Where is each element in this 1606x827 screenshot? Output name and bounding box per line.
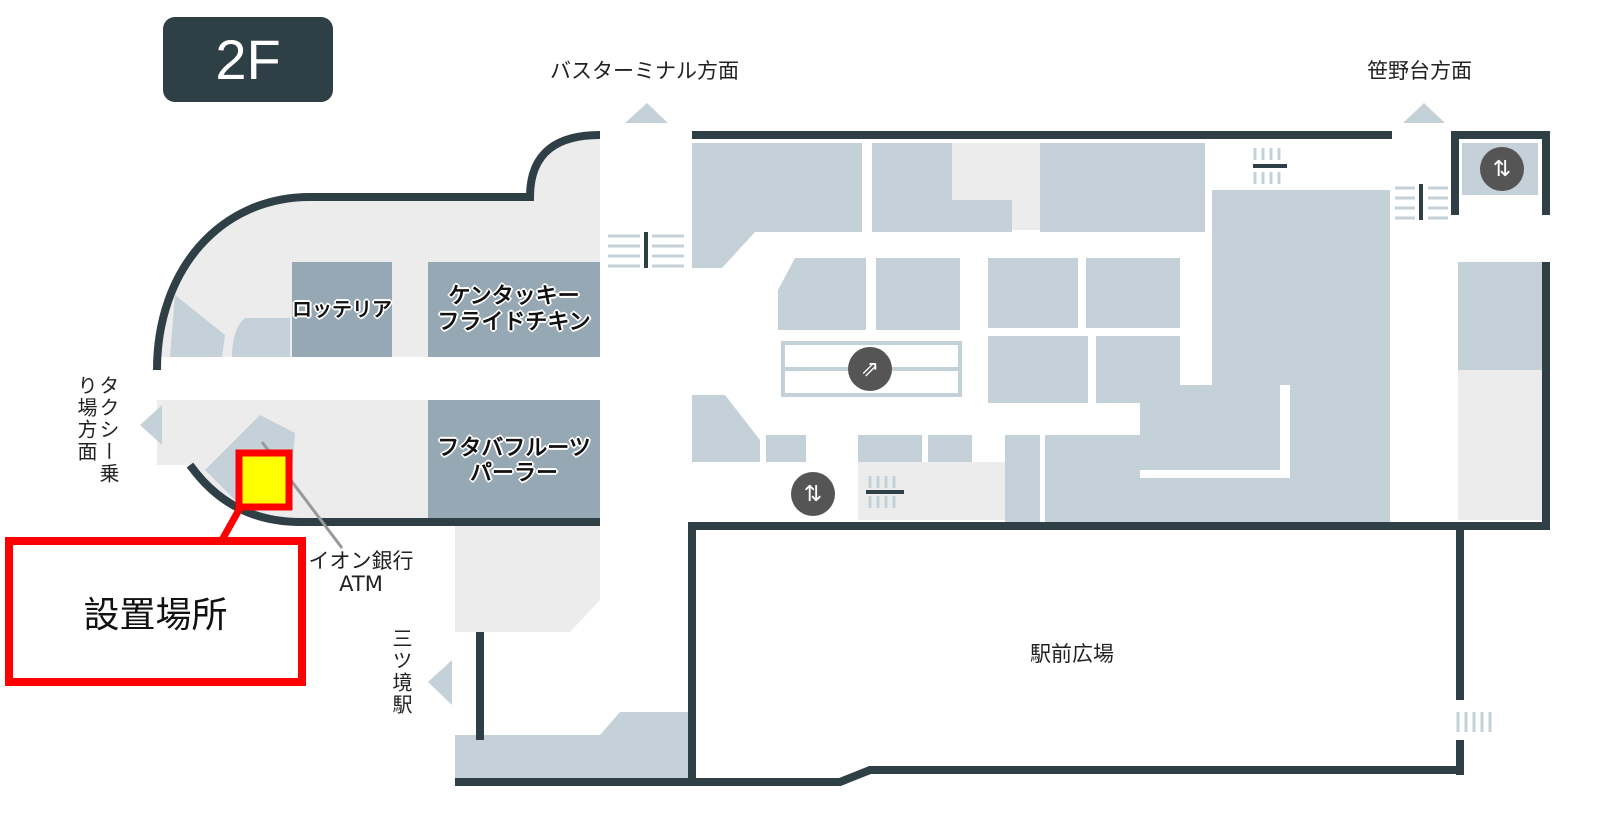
direction-bus-terminal: バスターミナル方面 bbox=[550, 59, 739, 83]
stairs-divider bbox=[644, 164, 1423, 494]
walls bbox=[455, 131, 1550, 786]
atm-location-marker bbox=[235, 449, 293, 511]
station-plaza-label: 駅前広場 bbox=[1030, 642, 1114, 666]
elevator-icon: ⇅ bbox=[1480, 147, 1524, 191]
store-futaba bbox=[428, 400, 600, 522]
store-kfc-label: ケンタッキーフライドチキン bbox=[428, 262, 600, 357]
atm-bank-name: イオン銀行 bbox=[308, 549, 414, 573]
escalator-icon: ⇗ bbox=[848, 347, 892, 391]
store-name: ロッテリア bbox=[292, 297, 392, 321]
fixture bbox=[170, 295, 225, 357]
direction-sasanodai: 笹野台方面 bbox=[1367, 59, 1472, 83]
fixture bbox=[232, 318, 290, 357]
lower-left-floor bbox=[455, 525, 600, 632]
direction-taxi: タクシー乗り場方面 bbox=[74, 375, 120, 485]
direction-arrows bbox=[140, 103, 1445, 705]
store-futaba-label: フタバフルーツパーラー bbox=[428, 400, 600, 522]
store-name-line2: フライドチキン bbox=[437, 309, 591, 335]
store-name-line1: フタバフルーツ bbox=[437, 435, 591, 461]
store-lotteria-label: ロッテリア bbox=[292, 262, 392, 357]
corridor bbox=[157, 357, 600, 400]
atm-text: ATM bbox=[339, 572, 383, 597]
callout-text: 設置場所 bbox=[83, 594, 228, 636]
store-name-line2: パーラー bbox=[469, 461, 558, 486]
location-callout: 設置場所 bbox=[5, 537, 306, 686]
direction-mitsukyo-station: 三ツ境駅 bbox=[389, 628, 413, 716]
store-blocks bbox=[455, 143, 1543, 782]
vertical-corridor bbox=[600, 123, 692, 643]
store-lotteria bbox=[292, 262, 392, 357]
elevator-icon: ⇅ bbox=[791, 472, 835, 516]
floor-badge: 2F bbox=[163, 17, 333, 102]
store-name-line1: ケンタッキー bbox=[448, 284, 580, 310]
store-kfc bbox=[428, 262, 600, 357]
callout-connector bbox=[218, 506, 244, 542]
stairs-icon bbox=[608, 148, 1492, 732]
wall bbox=[153, 131, 601, 371]
